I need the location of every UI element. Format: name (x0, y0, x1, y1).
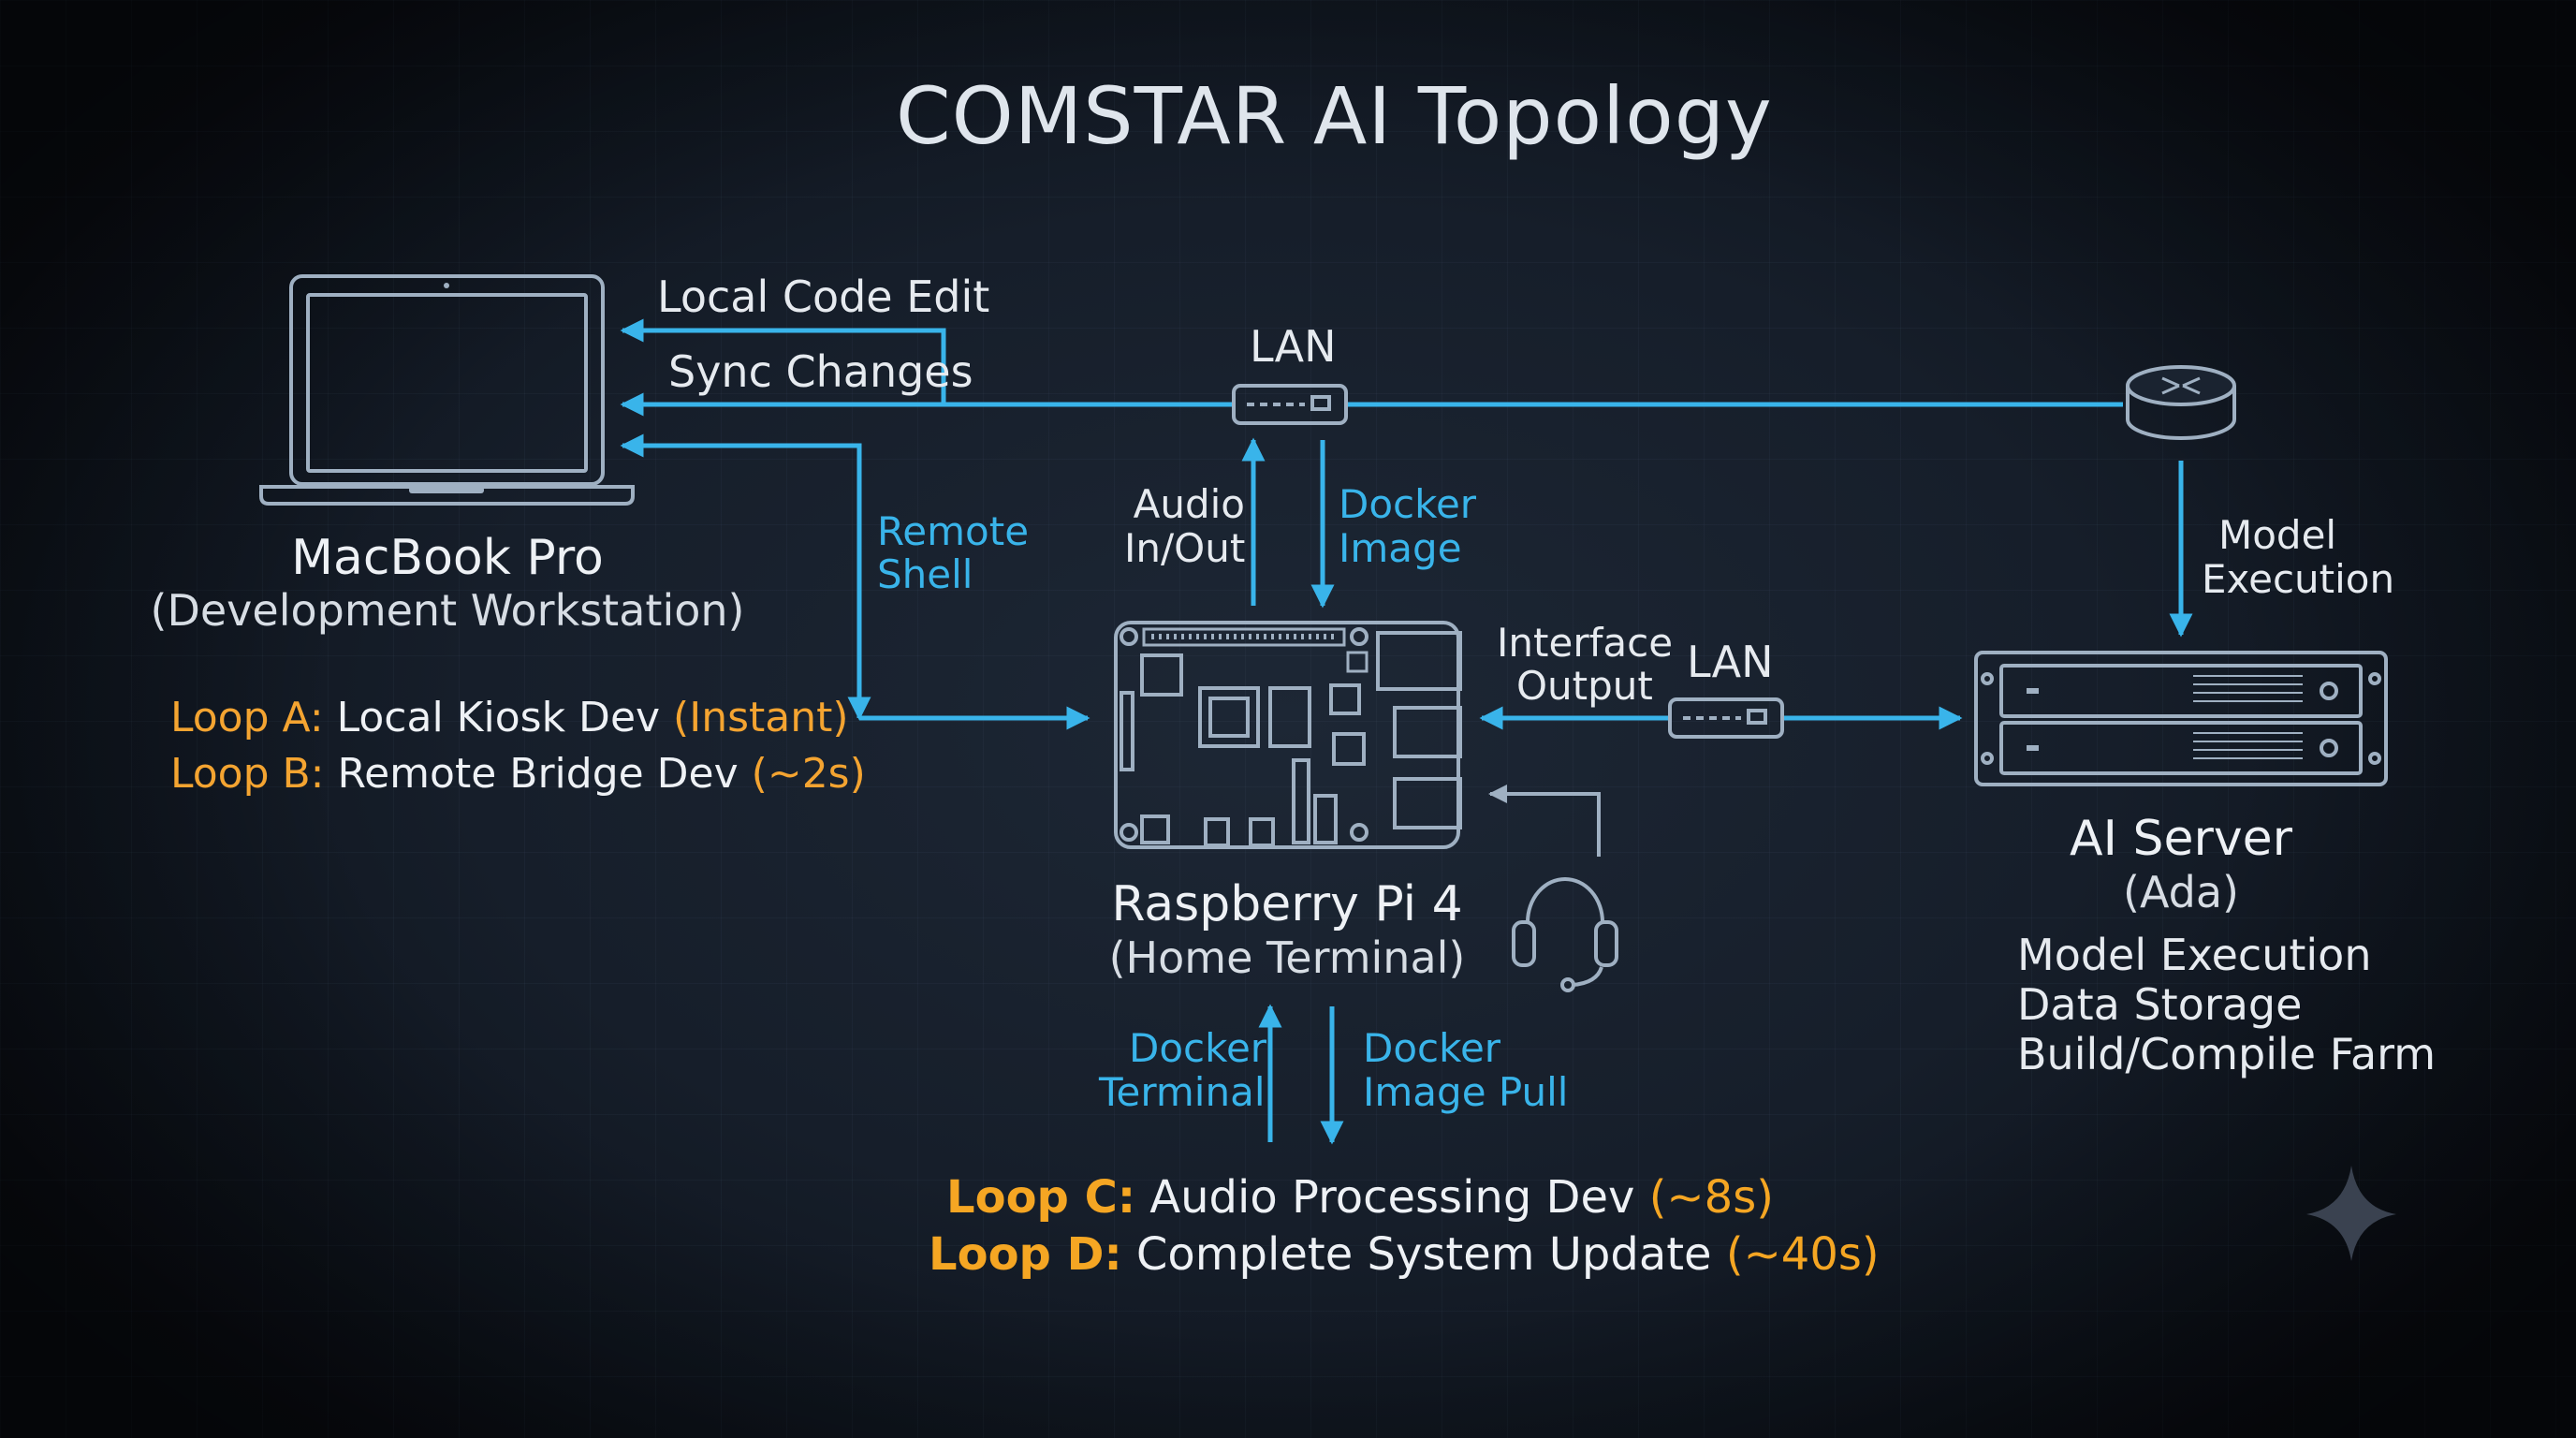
loop-d-key: Loop D: (929, 1228, 1122, 1281)
raspberry-name: Raspberry Pi 4 (1111, 876, 1463, 932)
diagram-title: COMSTAR AI Topology (896, 70, 1773, 162)
edge-local-code-edit (620, 318, 946, 404)
loop-b: Loop B: Remote Bridge Dev (~2s) (170, 754, 866, 795)
label-lan-mid: LAN (1687, 637, 1774, 687)
label-docker-image-pull-line1: Docker (1363, 1025, 1501, 1071)
label-audio-line1: Audio (1133, 481, 1245, 527)
router-icon (2126, 365, 2236, 440)
loop-c-text: Audio Processing Dev (1135, 1171, 1649, 1224)
macbook-subtitle: (Development Workstation) (150, 585, 745, 636)
label-model-execution-line1: Model (2218, 512, 2337, 558)
loop-a-key: Loop A: (170, 694, 324, 741)
loop-b-text: Remote Bridge Dev (324, 750, 752, 798)
loop-a-time: (Instant) (673, 694, 849, 741)
network-switch-icon (1232, 384, 1348, 425)
loop-d-text: Complete System Update (1121, 1228, 1726, 1281)
network-switch-icon (1668, 697, 1784, 739)
label-docker-terminal-line2: Terminal (1099, 1069, 1266, 1115)
loop-b-time: (~2s) (751, 750, 866, 798)
headset-icon (1512, 877, 1618, 992)
laptop-icon (259, 274, 635, 506)
loop-b-key: Loop B: (170, 750, 325, 798)
label-lan-top: LAN (1250, 321, 1337, 372)
server-name: AI Server (2070, 811, 2292, 867)
label-docker-image-line2: Image (1339, 525, 1462, 571)
label-docker-terminal-line1: Docker (1129, 1025, 1267, 1071)
label-audio-line2: In/Out (1124, 525, 1246, 571)
loop-a: Loop A: Local Kiosk Dev (Instant) (170, 697, 849, 739)
label-model-execution-line2: Execution (2202, 556, 2395, 602)
label-docker-image-pull-line2: Image Pull (1363, 1069, 1569, 1115)
loop-a-text: Local Kiosk Dev (323, 694, 674, 741)
macbook-name: MacBook Pro (291, 530, 604, 586)
label-remote-shell-line2: Shell (877, 551, 973, 597)
loop-c-key: Loop C: (946, 1171, 1136, 1224)
edge-headset-to-pi (1488, 785, 1601, 857)
server-role-item: Build/Compile Farm (2017, 1029, 2437, 1079)
label-interface-output-line1: Interface (1497, 620, 1674, 666)
edge-remote-shell (620, 433, 871, 721)
server-rack-icon (1974, 651, 2388, 786)
loop-d-time: (~40s) (1725, 1228, 1880, 1281)
label-remote-shell-line1: Remote (877, 508, 1030, 554)
server-role-item: Model Execution (2017, 930, 2372, 980)
loop-d: Loop D: Complete System Update (~40s) (929, 1232, 1880, 1277)
loop-c: Loop C: Audio Processing Dev (~8s) (946, 1175, 1774, 1220)
raspberry-subtitle: (Home Terminal) (1108, 932, 1466, 983)
raspberry-pi-board-icon (1114, 621, 1462, 849)
label-interface-output-line2: Output (1516, 663, 1653, 709)
sparkle-icon (2306, 1166, 2396, 1261)
label-sync-changes: Sync Changes (668, 346, 973, 397)
server-subtitle: (Ada) (2123, 867, 2239, 917)
loop-c-time: (~8s) (1648, 1171, 1774, 1224)
label-local-code-edit: Local Code Edit (657, 271, 990, 322)
label-docker-image-line1: Docker (1339, 481, 1477, 527)
server-role-item: Data Storage (2017, 979, 2303, 1030)
